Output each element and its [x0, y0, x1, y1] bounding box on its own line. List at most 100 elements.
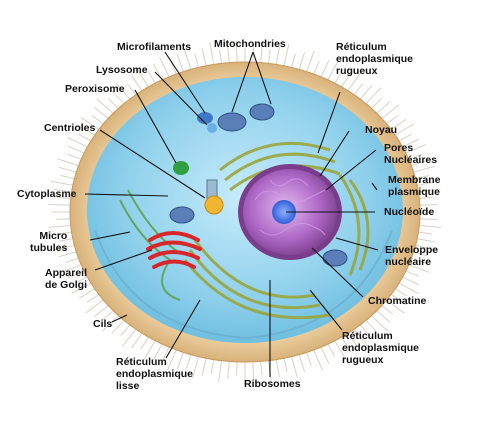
cilium [227, 361, 230, 380]
lysosome [207, 123, 217, 133]
cilium [51, 180, 73, 186]
centrioles [204, 179, 224, 215]
cilium [60, 175, 75, 180]
cilium [376, 101, 391, 114]
cilium [91, 115, 104, 125]
cilium [162, 346, 170, 360]
cilium [359, 324, 373, 339]
cilium [402, 276, 420, 286]
label-cils: Cils [93, 318, 113, 330]
cilium [298, 354, 306, 372]
cilium [327, 343, 336, 357]
cilium [115, 82, 131, 100]
cilium [48, 203, 71, 206]
cilium [79, 125, 96, 136]
cilium [298, 52, 306, 70]
cilium [102, 310, 114, 321]
label-mitochondries: Mitochondries [214, 38, 286, 50]
cilium [57, 158, 79, 167]
cilium [408, 153, 423, 160]
cilium [327, 60, 339, 81]
cilium [320, 346, 330, 364]
cilium [192, 356, 199, 378]
cilium [260, 40, 264, 63]
cilium [176, 352, 184, 370]
cilium [275, 46, 280, 65]
cilium [413, 165, 436, 173]
cilium [131, 75, 143, 91]
cilium [405, 143, 427, 154]
label-cytoplasme: Cytoplasme [17, 188, 77, 200]
cilium [313, 349, 323, 371]
cilium [186, 354, 192, 369]
cilium [235, 40, 238, 63]
cilium [386, 115, 399, 125]
label-reticulum-lisse: Réticulum endoplasmique lisse [116, 356, 194, 392]
cilium [58, 238, 73, 242]
label-nucleoide: Nucléoïde [384, 206, 435, 218]
cilium [111, 320, 125, 334]
cilium [53, 188, 72, 193]
cilium [194, 53, 199, 68]
label-lysosome: Lysosome [96, 64, 148, 76]
cilium [402, 138, 420, 148]
cilium [201, 48, 207, 66]
cilium [67, 270, 85, 279]
cilium [283, 358, 288, 372]
cilium [334, 340, 347, 360]
cilium [340, 71, 352, 88]
cilium [353, 328, 369, 347]
label-ribosomes: Ribosomes [244, 378, 301, 390]
peroxisome [173, 161, 189, 175]
cilium [159, 56, 170, 78]
cilium [227, 44, 230, 63]
cilium [283, 44, 290, 66]
label-membrane-plasmique: Membrane plasmique [388, 174, 441, 198]
cilium [413, 251, 428, 257]
cilium [102, 315, 119, 332]
cilia-group [48, 40, 442, 384]
cilium [405, 270, 419, 277]
cilium [371, 98, 382, 109]
cilium [417, 181, 435, 186]
cilium [176, 54, 184, 72]
cilium [78, 133, 92, 142]
cilium [52, 244, 75, 251]
cilium [153, 343, 163, 361]
label-noyau: Noyau [365, 124, 398, 136]
cilium [136, 68, 150, 88]
cilium [120, 324, 131, 336]
mitochondria-group [169, 103, 348, 267]
cilium [398, 282, 419, 294]
cilium [390, 294, 407, 305]
cilium [376, 310, 391, 323]
cilium [218, 360, 223, 383]
cilium [419, 218, 438, 221]
cilium [334, 70, 343, 84]
label-centrioles: Centrioles [44, 122, 96, 134]
cilium [365, 87, 382, 104]
cilium [415, 244, 438, 251]
leader-lines [84, 51, 379, 377]
cilium [371, 315, 388, 332]
cilium [260, 361, 263, 376]
nucleolus [272, 200, 296, 224]
cilium [53, 231, 72, 236]
cilium [210, 359, 215, 374]
cilium [381, 305, 394, 315]
cilium [67, 153, 82, 160]
golgi-apparatus [146, 231, 202, 269]
cilium [313, 61, 320, 75]
cilium [79, 288, 96, 299]
cilium [236, 361, 238, 376]
cilium [74, 276, 88, 284]
cilium [80, 116, 100, 130]
cilium [418, 188, 441, 193]
cilium [411, 159, 429, 167]
cilium [353, 83, 364, 96]
cilium [48, 224, 71, 228]
cilium [108, 98, 119, 109]
cilium [275, 359, 280, 378]
